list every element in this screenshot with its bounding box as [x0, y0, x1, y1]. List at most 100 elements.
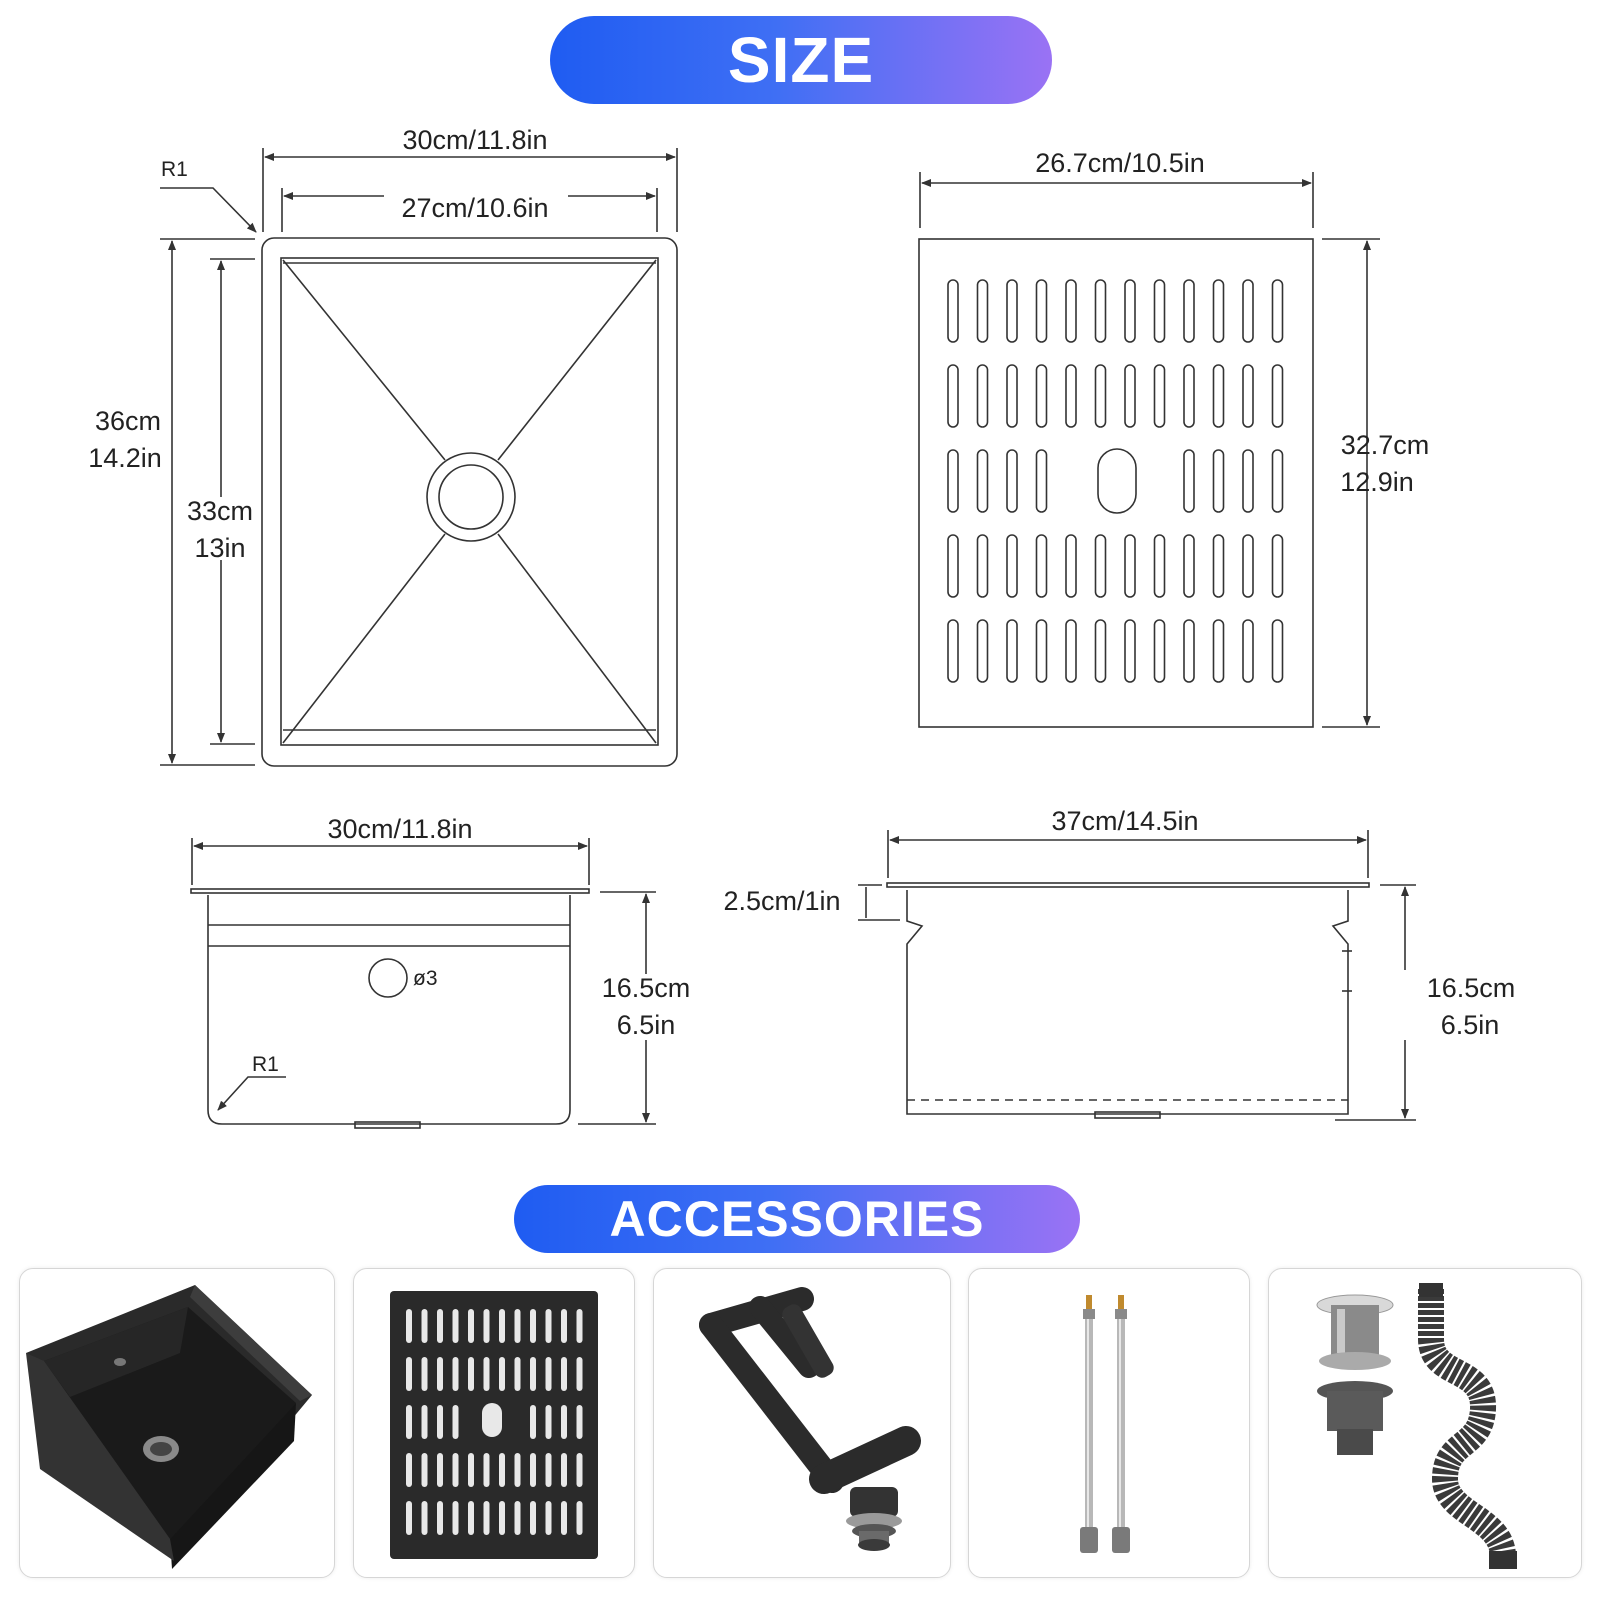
front-height-cm: 16.5cm: [602, 973, 691, 1003]
grid-slot: [1035, 534, 1048, 598]
grid-slot: [1212, 534, 1225, 598]
accessory-grid-slot: [545, 1357, 552, 1391]
accessory-grid-slot: [483, 1309, 490, 1343]
accessory-grid-slot: [576, 1357, 583, 1391]
grid-slot: [976, 364, 989, 428]
accessory-grid-slot: [483, 1453, 490, 1487]
accessory-grid-slot: [483, 1501, 490, 1535]
grid-slot: [1153, 619, 1166, 683]
accessory-grid-slot: [514, 1357, 521, 1391]
faucet-icon: [699, 1287, 921, 1551]
size-header: SIZE: [550, 16, 1052, 104]
grid-slot: [1183, 449, 1195, 513]
accessory-grid-slot: [514, 1309, 521, 1343]
accessory-card-hoses: [968, 1268, 1250, 1578]
accessory-grid-slot: [530, 1309, 536, 1343]
accessory-grid-slot: [499, 1501, 505, 1535]
accessory-grid-slot: [437, 1453, 443, 1487]
front-hole-diameter: ø3: [413, 967, 438, 990]
accessory-grid-slot: [421, 1453, 428, 1487]
accessory-grid-slot: [576, 1309, 583, 1343]
accessory-grid-slot: [545, 1453, 552, 1487]
hose-icon: [1080, 1295, 1130, 1553]
grid-slot: [1094, 534, 1107, 598]
accessory-card-grid: [353, 1268, 635, 1578]
accessory-grid-slot: [499, 1453, 505, 1487]
top-corner-radius: R1: [161, 158, 188, 181]
grid-slot: [947, 619, 959, 683]
accessory-grid-slot: [437, 1501, 443, 1535]
accessory-grid-slot: [530, 1501, 536, 1535]
accessory-grid-slot: [437, 1309, 443, 1343]
grid-slot: [1271, 449, 1284, 513]
accessory-grid-slot: [530, 1405, 536, 1439]
grid-slot: [947, 279, 959, 343]
grid-slot: [1242, 279, 1254, 343]
grid-slot: [976, 449, 989, 513]
accessory-card-sink: [19, 1268, 335, 1578]
grid-slot: [947, 534, 959, 598]
grid-slot: [1271, 279, 1284, 343]
drain-icon: [1316, 1283, 1517, 1569]
grid-slot: [1094, 364, 1107, 428]
grid-slot: [1212, 279, 1225, 343]
accessory-grid-slot: [468, 1501, 474, 1535]
accessory-grid-slot: [545, 1405, 552, 1439]
accessory-grid-slot: [530, 1357, 536, 1391]
grid-slot: [1006, 364, 1018, 428]
grid-slot: [1006, 279, 1018, 343]
accessory-grid-slot: [561, 1501, 567, 1535]
accessory-grid-slot: [561, 1405, 567, 1439]
grid-slot: [1271, 619, 1284, 683]
grid-top-view: [918, 172, 1380, 728]
front-corner-radius: R1: [252, 1053, 279, 1076]
accessory-grid-slot: [514, 1501, 521, 1535]
grid-slot: [1183, 364, 1195, 428]
accessory-grid-slot: [452, 1357, 459, 1391]
accessory-grid-slot: [468, 1453, 474, 1487]
side-width: 37cm/14.5in: [1051, 806, 1198, 836]
accessory-grid-slot: [421, 1405, 428, 1439]
grid-slot: [1124, 279, 1136, 343]
grid-slot: [1183, 279, 1195, 343]
accessory-grid-slot: [452, 1501, 459, 1535]
grid-slot: [1035, 279, 1048, 343]
accessory-grid-slot: [406, 1309, 412, 1343]
accessory-grid-slot: [468, 1309, 474, 1343]
grid-slot: [1094, 619, 1107, 683]
accessory-grid-slot: [576, 1501, 583, 1535]
accessory-grid-slot: [452, 1309, 459, 1343]
grid-width: 26.7cm/10.5in: [1035, 148, 1205, 178]
grid-slot: [1242, 534, 1254, 598]
front-height-in: 6.5in: [617, 1010, 676, 1040]
accessory-card-faucet: [653, 1268, 951, 1578]
side-height-cm: 16.5cm: [1427, 973, 1516, 1003]
grid-slot: [1271, 534, 1284, 598]
accessory-grid-slot: [406, 1453, 412, 1487]
grid-slot: [976, 279, 989, 343]
accessories-header: ACCESSORIES: [514, 1185, 1080, 1253]
sink-side-view: [858, 830, 1416, 1121]
grid-slot: [947, 449, 959, 513]
sink-front-view: [190, 838, 656, 1129]
accessory-grid-slot: [406, 1405, 412, 1439]
grid-slot: [1124, 364, 1136, 428]
accessory-grid-slot: [406, 1357, 412, 1391]
grid-slot: [1035, 449, 1048, 513]
grid-height-in: 12.9in: [1340, 467, 1414, 497]
grid-slot: [1035, 364, 1048, 428]
grid-slot: [947, 364, 959, 428]
accessory-grid-slot: [545, 1309, 552, 1343]
grid-slot: [1242, 619, 1254, 683]
accessory-card-drain: [1268, 1268, 1582, 1578]
dimension-drawings: 30cm/11.8in 27cm/10.6in R1 36cm 14.2in 3…: [88, 125, 1516, 1129]
grid-slot: [1124, 534, 1136, 598]
accessory-grid-slot: [530, 1453, 536, 1487]
grid-icon: [390, 1291, 598, 1559]
grid-slot: [1006, 619, 1018, 683]
side-flange-height: 2.5cm/1in: [723, 886, 840, 916]
grid-slot: [1065, 364, 1077, 428]
accessory-grid-slot: [437, 1357, 443, 1391]
top-outer-height-cm: 36cm: [95, 406, 161, 436]
side-height-in: 6.5in: [1441, 1010, 1500, 1040]
